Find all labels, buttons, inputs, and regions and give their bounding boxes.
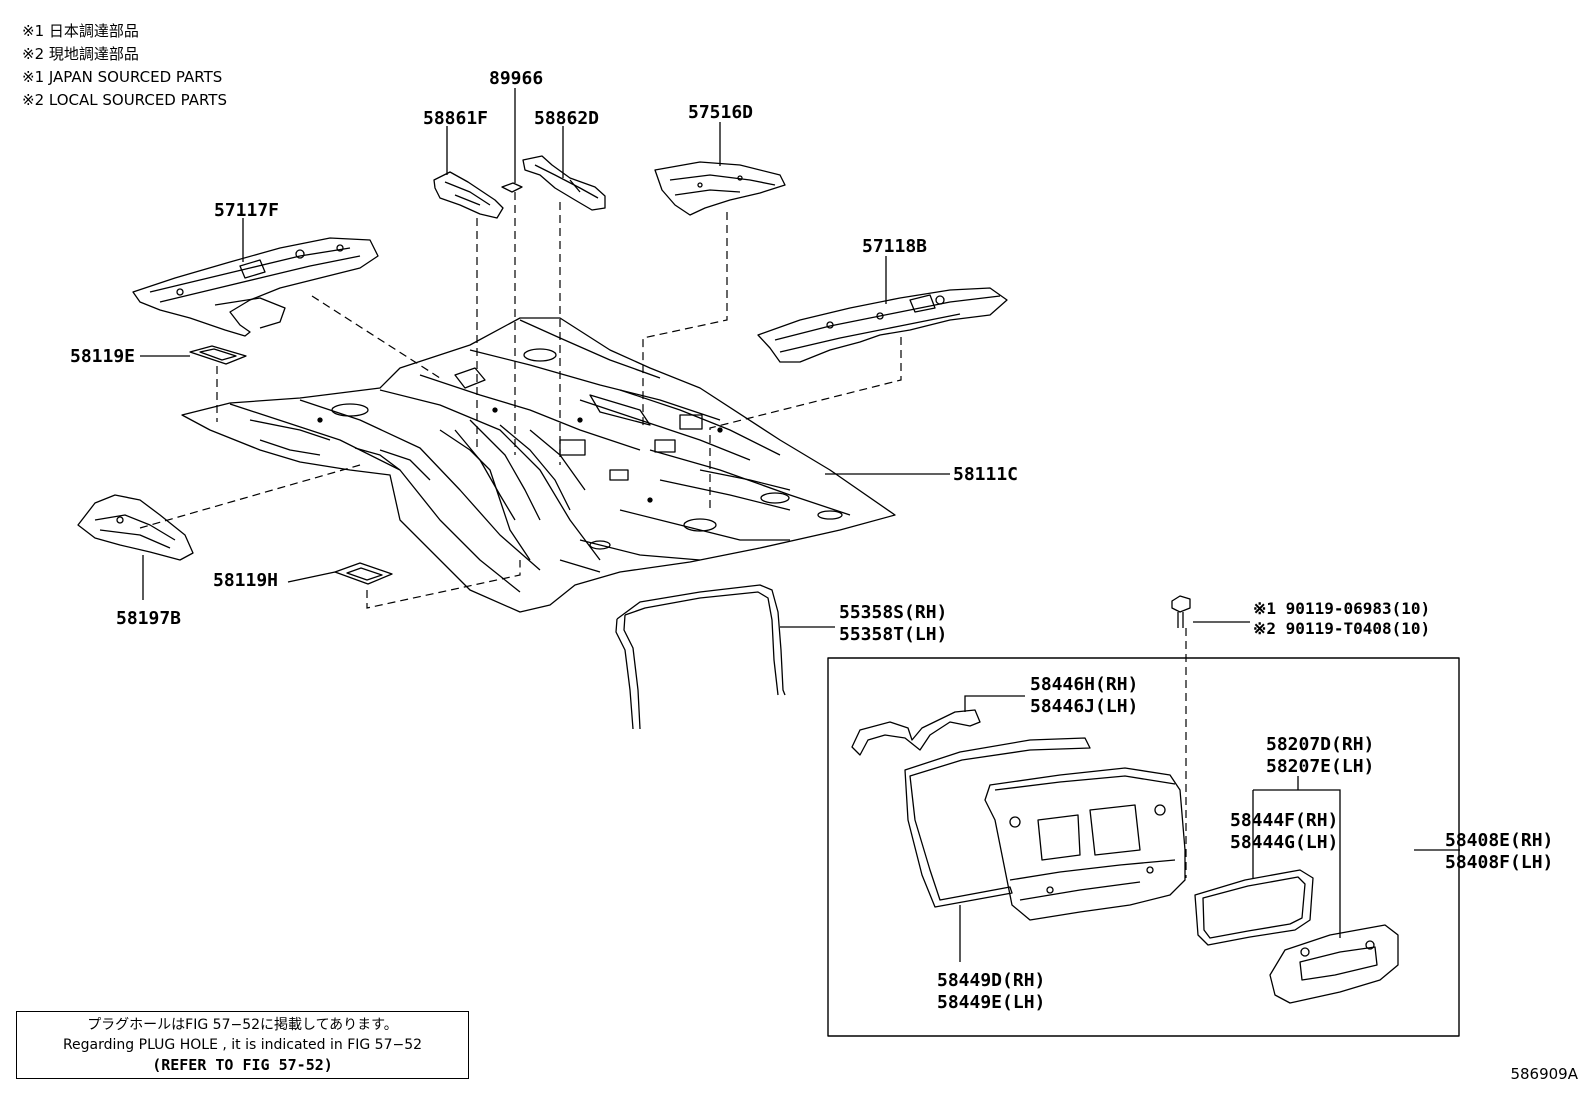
bracket-58861f[interactable] [433,171,504,219]
label-57117f: 57117F [214,200,279,221]
note-line-en: Regarding PLUG HOLE , it is indicated in… [62,1037,423,1053]
label-55358t: 55358T(LH) [839,624,947,645]
label-57118b: 57118B [862,236,927,257]
bracket-58862d[interactable] [522,155,606,211]
label-58444f: 58444F(RH) [1230,810,1338,831]
label-58449d: 58449D(RH) [937,970,1045,991]
label-58449e: 58449E(LH) [937,992,1045,1013]
label-58408f: 58408F(LH) [1445,852,1553,873]
label-90119-japan: ※1 90119-06983(10) [1253,599,1430,618]
legend-line-japan-jp: ※1 日本調達部品 [22,22,139,40]
legend-line-local-jp: ※2 現地調達部品 [22,45,139,63]
clip-89966[interactable] [501,182,523,193]
reference-note: プラグホールはFIG 57−52に掲載してあります。 Regarding PLU… [16,1011,469,1079]
lid-panel[interactable] [984,767,1186,921]
gasket-58444f[interactable] [1194,869,1314,946]
label-58861f: 58861F [423,108,488,129]
label-58446j: 58446J(LH) [1030,696,1138,717]
label-58862d: 58862D [534,108,599,129]
legend: ※1 日本調達部品 ※2 現地調達部品 ※1 JAPAN SOURCED PAR… [22,20,227,112]
side-member-57118b[interactable] [757,287,1008,363]
plug-58119e[interactable] [189,345,247,365]
label-58111c: 58111C [953,464,1018,485]
label-89966: 89966 [489,68,543,89]
bracket-58446h[interactable] [851,709,981,756]
label-58119e: 58119E [70,346,135,367]
label-90119-local: ※2 90119-T0408(10) [1253,619,1430,638]
bolt-90119[interactable] [1171,595,1191,628]
note-line-jp: プラグホールはFIG 57−52に掲載してあります。 [87,1017,398,1033]
plug-58119h[interactable] [334,562,393,585]
label-58444g: 58444G(LH) [1230,832,1338,853]
label-58197b: 58197B [116,608,181,629]
label-58207e: 58207E(LH) [1266,756,1374,777]
label-58408e: 58408E(RH) [1445,830,1553,851]
seal-58449d[interactable] [904,737,1091,908]
side-member-57117f[interactable] [132,237,379,337]
label-58119h: 58119H [213,570,278,591]
cover-58207d[interactable] [1269,924,1399,1004]
label-57516d: 57516D [688,102,753,123]
figure-number: 586909A [1510,1065,1578,1083]
label-55358s: 55358S(RH) [839,602,947,623]
bracket-57516d[interactable] [654,161,786,216]
label-58446h: 58446H(RH) [1030,674,1138,695]
bracket-58197b[interactable] [77,494,194,561]
weatherstrip-55358s[interactable] [615,584,786,730]
label-58207d: 58207D(RH) [1266,734,1374,755]
floor-pan-58111c[interactable] [181,317,896,613]
legend-line-local-en: ※2 LOCAL SOURCED PARTS [22,91,227,109]
legend-line-japan-en: ※1 JAPAN SOURCED PARTS [22,68,223,86]
lid-assembly-box [827,657,1460,1037]
note-refer-link[interactable]: (REFER TO FIG 57-52) [152,1056,333,1074]
